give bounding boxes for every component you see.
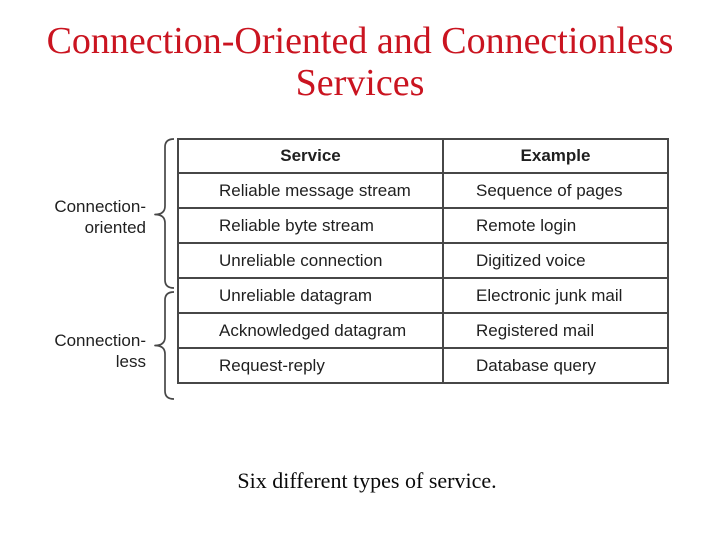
example-cell: Remote login	[442, 207, 669, 244]
table-row: Request-reply Database query	[177, 347, 669, 384]
services-table: Service Example Reliable message stream …	[177, 138, 669, 384]
service-cell: Reliable message stream	[177, 172, 444, 209]
example-cell: Digitized voice	[442, 242, 669, 279]
slide-title: Connection-Oriented and Connectionless S…	[0, 20, 720, 104]
connectionless-label: Connection- less	[40, 330, 146, 372]
connection-oriented-brace	[154, 138, 175, 289]
service-cell: Request-reply	[177, 347, 444, 384]
example-cell: Database query	[442, 347, 669, 384]
service-cell: Reliable byte stream	[177, 207, 444, 244]
connection-oriented-label-line1: Connection-	[54, 197, 146, 216]
connectionless-brace	[154, 291, 175, 400]
table-row: Acknowledged datagram Registered mail	[177, 312, 669, 349]
connection-oriented-label-line2: oriented	[84, 218, 146, 237]
slide-title-line2: Services	[295, 62, 425, 104]
figure-caption: Six different types of service.	[237, 468, 497, 493]
table-row: Unreliable connection Digitized voice	[177, 242, 669, 279]
table-header-row: Service Example	[177, 138, 669, 174]
example-cell: Registered mail	[442, 312, 669, 349]
example-cell: Sequence of pages	[442, 172, 669, 209]
service-cell: Unreliable datagram	[177, 277, 444, 314]
service-cell: Unreliable connection	[177, 242, 444, 279]
group-braces	[154, 138, 175, 400]
service-column-header: Service	[177, 138, 444, 174]
table-row: Unreliable datagram Electronic junk mail	[177, 277, 669, 314]
slide-title-line1: Connection-Oriented and Connectionless	[46, 20, 674, 62]
connectionless-label-line1: Connection-	[54, 331, 146, 350]
connection-oriented-label: Connection- oriented	[40, 196, 146, 238]
example-column-header: Example	[442, 138, 669, 174]
example-cell: Electronic junk mail	[442, 277, 669, 314]
table-row: Reliable byte stream Remote login	[177, 207, 669, 244]
table-row: Reliable message stream Sequence of page…	[177, 172, 669, 209]
service-cell: Acknowledged datagram	[177, 312, 444, 349]
connectionless-label-line2: less	[115, 352, 146, 371]
